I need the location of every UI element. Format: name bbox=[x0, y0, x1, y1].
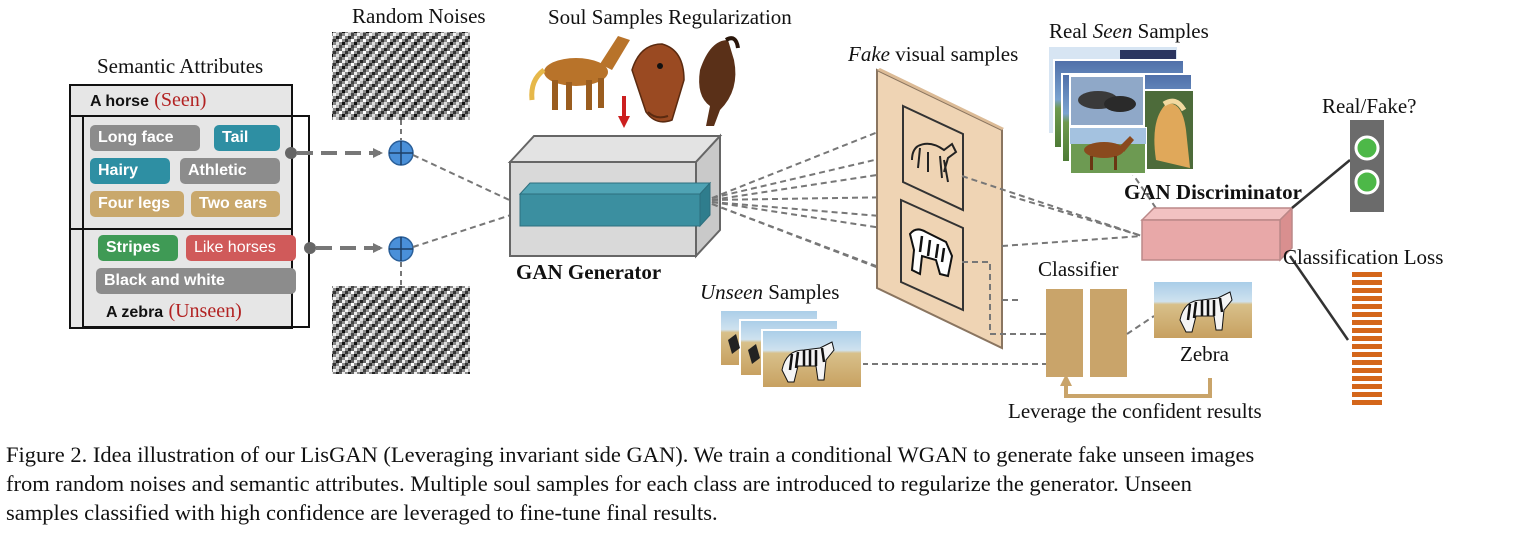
random-noise-image-top bbox=[332, 32, 470, 120]
loss-bar bbox=[1352, 320, 1382, 325]
gan-discriminator-box bbox=[1140, 206, 1294, 262]
attr-two-ears: Two ears bbox=[191, 191, 280, 217]
unseen-rest: Samples bbox=[762, 280, 840, 304]
caption-line-2: from random noises and semantic attribut… bbox=[6, 471, 1192, 496]
unseen-italic: Unseen bbox=[700, 280, 763, 304]
classifier-block bbox=[1046, 289, 1127, 377]
loss-bar bbox=[1352, 272, 1382, 277]
fake-visual-samples-panel bbox=[876, 68, 1004, 350]
leverage-feedback-arrow bbox=[1060, 374, 1212, 398]
attr-hairy: Hairy bbox=[90, 158, 170, 184]
random-noise-image-bottom bbox=[332, 286, 470, 374]
loss-bar bbox=[1352, 368, 1382, 373]
loss-bar bbox=[1352, 360, 1382, 365]
attr-tail: Tail bbox=[214, 125, 280, 151]
horse-title: A horse (Seen) bbox=[90, 89, 206, 110]
loss-bar bbox=[1352, 280, 1382, 285]
fake-visual-samples-label: Fake visual samples bbox=[848, 44, 1018, 65]
loss-bar bbox=[1352, 400, 1382, 405]
leverage-label: Leverage the confident results bbox=[1008, 399, 1262, 423]
caption-line-3: samples classified with high confidence … bbox=[6, 500, 718, 525]
attr-stripes: Stripes bbox=[98, 235, 178, 261]
unseen-samples-label: Unseen Samples bbox=[700, 282, 839, 303]
semantic-attributes-label: Semantic Attributes bbox=[97, 54, 264, 78]
loss-bar bbox=[1352, 344, 1382, 349]
soul-samples-label: Soul Samples Regularization bbox=[548, 5, 792, 29]
real-fake-indicator bbox=[1350, 120, 1384, 212]
soul-sample-horse-1 bbox=[529, 36, 630, 110]
loss-bar bbox=[1352, 336, 1382, 341]
horse-attribute-box bbox=[69, 115, 293, 230]
samples-suffix: Samples bbox=[1132, 19, 1209, 43]
loss-bar bbox=[1352, 328, 1382, 333]
zebra-title-text: A zebra bbox=[106, 304, 164, 321]
classifier-label: Classifier bbox=[1038, 257, 1119, 281]
caption-line-1: Figure 2. Idea illustration of our LisGA… bbox=[6, 442, 1255, 467]
attr-four-legs: Four legs bbox=[90, 191, 184, 217]
fake-rest: visual samples bbox=[889, 42, 1019, 66]
soul-sample-horse-3 bbox=[699, 36, 740, 126]
unseen-samples-stack bbox=[719, 309, 863, 389]
gan-generator-label: GAN Generator bbox=[516, 260, 662, 284]
zebra-result-label: Zebra bbox=[1180, 342, 1229, 366]
seen-tag: (Seen) bbox=[154, 89, 207, 111]
attr-athletic: Athletic bbox=[180, 158, 280, 184]
seen-italic: Seen bbox=[1092, 19, 1133, 43]
real-seen-samples-stack bbox=[1047, 45, 1195, 175]
zebra-title: A zebra (Unseen) bbox=[106, 300, 242, 321]
fake-italic: Fake bbox=[848, 42, 890, 66]
attr-long-face: Long face bbox=[90, 125, 200, 151]
horse-title-text: A horse bbox=[90, 93, 149, 110]
classified-zebra-image bbox=[1154, 282, 1252, 338]
figure-caption: Figure 2. Idea illustration of our LisGA… bbox=[6, 440, 1511, 527]
plus-node-bottom bbox=[388, 236, 414, 262]
to-discriminator-lines bbox=[961, 169, 1161, 335]
soul-sample-horse-2 bbox=[631, 43, 685, 123]
real-prefix: Real bbox=[1049, 19, 1093, 43]
loss-bar bbox=[1352, 288, 1382, 293]
fake-zebra-sketch bbox=[908, 228, 954, 278]
loss-bar bbox=[1352, 384, 1382, 389]
real-fake-label: Real/Fake? bbox=[1322, 94, 1417, 118]
real-seen-samples-label: Real Seen Samples bbox=[1049, 21, 1209, 42]
classification-loss-bars bbox=[1352, 272, 1382, 405]
attribute-arrows bbox=[285, 147, 383, 254]
unseen-tag: (Unseen) bbox=[168, 300, 242, 322]
loss-bar bbox=[1352, 312, 1382, 317]
loss-bar bbox=[1352, 352, 1382, 357]
loss-bar bbox=[1352, 376, 1382, 381]
gan-discriminator-label: GAN Discriminator bbox=[1124, 180, 1302, 204]
loss-bar bbox=[1352, 296, 1382, 301]
random-noises-label: Random Noises bbox=[352, 4, 486, 28]
loss-bar bbox=[1352, 304, 1382, 309]
attr-like-horses: Like horses bbox=[186, 235, 296, 261]
fake-horse-sketch bbox=[911, 142, 958, 183]
loss-bar bbox=[1352, 392, 1382, 397]
attr-black-and-white: Black and white bbox=[96, 268, 296, 294]
classification-loss-label: Classification Loss bbox=[1283, 245, 1444, 269]
gan-generator-box bbox=[507, 133, 723, 259]
plus-node-top bbox=[388, 140, 414, 166]
generator-core bbox=[518, 181, 712, 228]
